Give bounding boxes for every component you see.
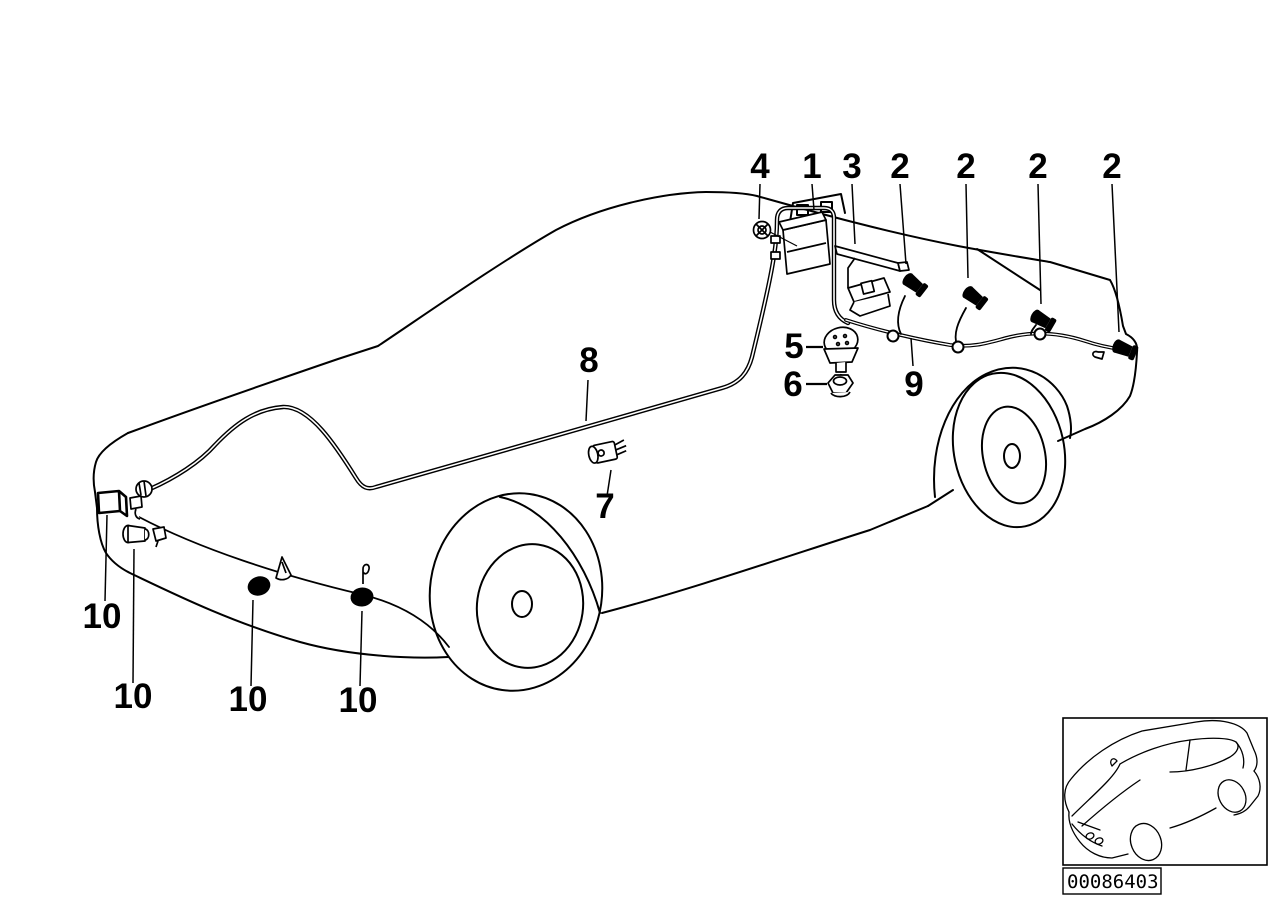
front-sensor-10d [349, 563, 375, 609]
pdc-sensor-7 [587, 439, 627, 464]
pdc-cable-8 [147, 205, 851, 492]
rear-bumper-harness-9 [844, 295, 1122, 354]
callout-3[interactable]: 3 [842, 147, 861, 186]
callout-2d[interactable]: 2 [1102, 147, 1121, 186]
callout-2c[interactable]: 2 [1028, 147, 1047, 186]
strip-clip [152, 526, 167, 548]
callout-10b[interactable]: 10 [114, 677, 153, 716]
callout-leader-lines [104, 183, 1120, 687]
callout-5[interactable]: 5 [784, 327, 803, 366]
sensor-holder-5 [823, 326, 859, 381]
callout-6[interactable]: 6 [783, 365, 802, 404]
front-sensor-10c [245, 556, 292, 599]
rear-pdc-sensors-2 [900, 270, 1142, 362]
mounting-bracket-3 [834, 245, 910, 317]
car-body-outline [92, 191, 1139, 692]
callout-8[interactable]: 8 [579, 341, 598, 380]
callout-10d[interactable]: 10 [339, 681, 378, 720]
stamp-code: 00086403 [1067, 871, 1159, 893]
front-pdc-parts-10 [96, 480, 375, 609]
callout-9[interactable]: 9 [904, 365, 923, 404]
front-sensor-10b [122, 524, 150, 544]
callout-labels: 4 1 3 2 2 2 2 8 5 6 9 7 10 10 10 10 [83, 147, 1122, 720]
nut-6 [827, 374, 854, 398]
pdc-control-module-1 [770, 211, 831, 275]
callout-1[interactable]: 1 [802, 147, 821, 186]
stamp-border [1062, 867, 1162, 895]
callout-2b[interactable]: 2 [956, 147, 975, 186]
thumbnail-border [1062, 717, 1268, 866]
front-bracket-10a [96, 489, 129, 518]
thumbnail-car-sketch [1064, 719, 1261, 862]
callout-7[interactable]: 7 [595, 487, 614, 526]
screw-4 [752, 220, 798, 247]
callout-4[interactable]: 4 [750, 147, 770, 186]
pdc-sensor-2b [960, 283, 991, 313]
callout-10a[interactable]: 10 [83, 597, 122, 636]
callout-10c[interactable]: 10 [229, 680, 268, 719]
sensor-clip [1092, 350, 1105, 360]
callout-2a[interactable]: 2 [890, 147, 909, 186]
thumbnail-panel: 00086403 [1062, 717, 1268, 895]
cable-end-grommet [129, 480, 153, 520]
